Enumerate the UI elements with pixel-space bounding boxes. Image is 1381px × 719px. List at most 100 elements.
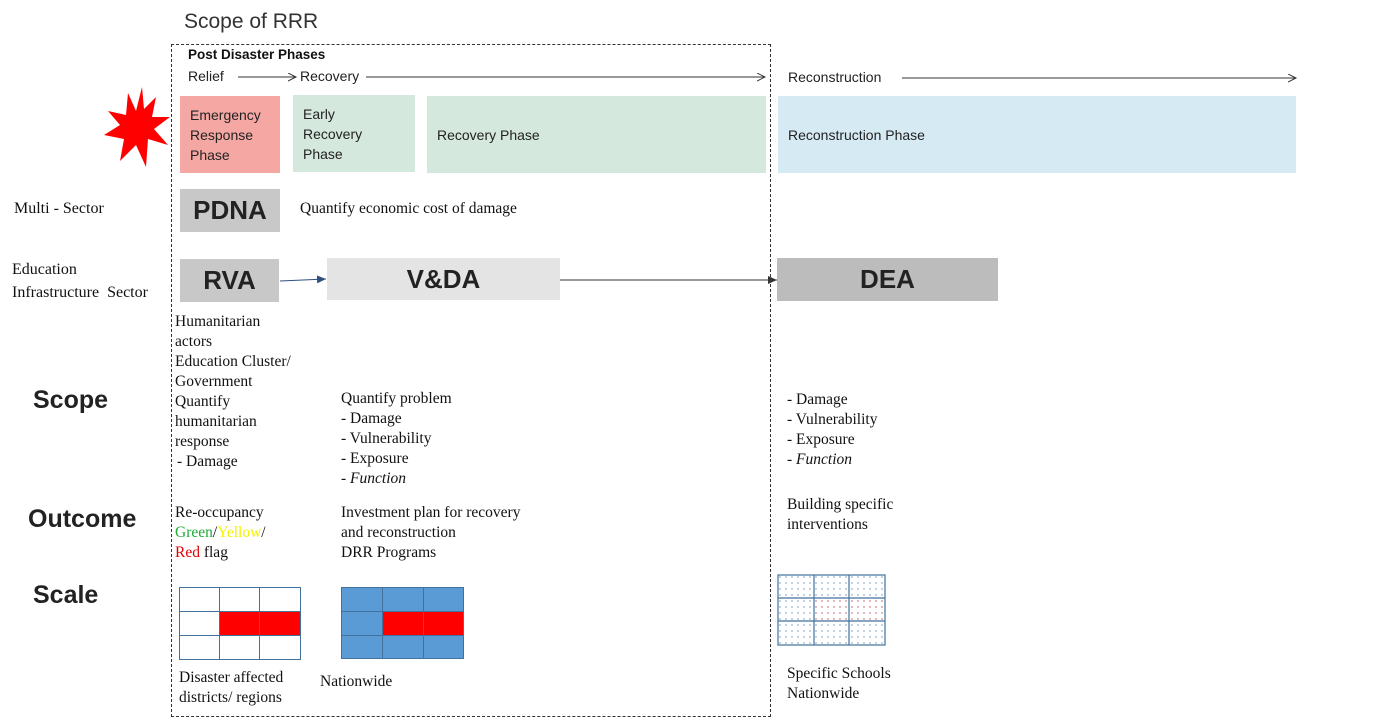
vda-scope-line: Quantify problem	[341, 390, 452, 407]
flag-separator: /	[212, 524, 218, 541]
grid-cell	[259, 587, 301, 612]
early-recovery-line-1: Early	[303, 106, 335, 122]
vda-scale-line: Nationwide	[320, 673, 393, 690]
rva-scope-line: Quantify	[175, 393, 231, 410]
vda-scope-line: - Exposure	[341, 450, 409, 467]
grid-cell	[219, 635, 260, 660]
grid-cell	[179, 611, 220, 636]
diagram-title: Scope of RRR	[184, 10, 319, 33]
early-recovery-phase: Early Recovery Phase	[293, 95, 415, 172]
reconstruction-label: Reconstruction	[788, 69, 882, 85]
relief-label: Relief	[188, 68, 224, 84]
vda-scope-line: - Damage	[341, 410, 402, 427]
grid-cell	[179, 635, 220, 660]
dea-scope-line: - Vulnerability	[787, 411, 878, 428]
dea-outcome-line: interventions	[787, 516, 868, 533]
dea-scope-line: - Damage	[787, 391, 848, 408]
rva-scope-line: Government	[175, 373, 253, 390]
explosion-burst-icon	[104, 87, 170, 167]
recovery-label: Recovery	[300, 68, 360, 84]
vda-label: V&DA	[406, 263, 481, 294]
vda-scope-text: Quantify problem - Damage - Vulnerabilit…	[341, 389, 452, 489]
dea-label: DEA	[860, 264, 915, 294]
dea-scope-line: - Exposure	[787, 431, 855, 448]
vda-scope-function-line: - Function	[341, 469, 452, 489]
rva-scope-line: - Damage	[177, 453, 238, 470]
dea-outcome-line: Building specific	[787, 496, 894, 513]
grid-cell	[259, 635, 301, 660]
dea-scale-line: Nationwide	[787, 685, 860, 702]
rva-scope-line: Humanitarian	[175, 313, 261, 330]
grid-cell-blue	[382, 635, 424, 659]
dea-outcome-text: Building specific interventions	[787, 495, 893, 535]
vda-outcome-line: Investment plan for recovery	[341, 504, 521, 521]
flag-suffix: flag	[199, 544, 228, 561]
emergency-line-3: Phase	[190, 147, 230, 163]
post-disaster-heading: Post Disaster Phases	[188, 47, 326, 62]
rva-scope-line: Education Cluster/	[175, 353, 291, 370]
pdna-label: PDNA	[193, 195, 267, 225]
dea-function-prefix: -	[787, 451, 797, 468]
rva-outcome-red-line: Red flag	[175, 543, 266, 563]
vda-function-italic: Function	[350, 470, 407, 487]
vda-scale-text: Nationwide	[320, 672, 392, 692]
vda-outcome-line: DRR Programs	[341, 544, 437, 561]
dea-box: DEA	[777, 258, 998, 301]
grid-cell-blue	[341, 635, 383, 659]
grid-cell-blue	[341, 611, 383, 636]
emergency-response-phase: Emergency Response Phase	[180, 96, 280, 173]
rva-outcome-flags: Green/Yellow/	[175, 523, 266, 543]
rva-outcome-line: Re-occupancy	[175, 504, 264, 521]
dea-function-italic: Function	[796, 451, 853, 468]
scale-row-label: Scale	[33, 581, 99, 609]
green-flag-text: Green	[175, 524, 213, 541]
grid-cell	[179, 587, 220, 612]
dea-scope-function-line: - Function	[787, 450, 877, 470]
grid-cell-blue	[423, 635, 464, 659]
recovery-phase-label: Recovery Phase	[437, 126, 540, 143]
yellow-flag-text: Yellow	[217, 524, 262, 541]
vda-outcome-line: and reconstruction	[341, 524, 456, 541]
rva-scope-line: humanitarian	[175, 413, 257, 430]
vda-function-prefix: -	[341, 470, 351, 487]
pdna-box: PDNA	[180, 189, 280, 232]
vda-scope-line: - Vulnerability	[341, 430, 432, 447]
outcome-row-label: Outcome	[28, 505, 137, 533]
dea-scope-text: - Damage - Vulnerability - Exposure - Fu…	[787, 390, 877, 470]
scope-row-label: Scope	[33, 386, 109, 414]
grid-cell-blue	[382, 587, 424, 612]
rva-scale-line: districts/ regions	[179, 689, 282, 706]
rva-outcome-text: Re-occupancy Green/Yellow/ Red flag	[175, 503, 266, 563]
grid-cell-red	[382, 611, 424, 636]
rva-scope-line: actors	[175, 333, 213, 350]
pdna-description: Quantify economic cost of damage	[300, 200, 517, 217]
vda-box: V&DA	[327, 258, 560, 300]
rva-label: RVA	[203, 265, 256, 295]
scope-frame	[171, 44, 771, 717]
multi-sector-label: Multi - Sector	[14, 200, 104, 217]
red-flag-text: Red	[175, 544, 200, 561]
grid-cell-blue	[423, 587, 464, 612]
recovery-phase: Recovery Phase	[427, 96, 766, 173]
dea-scale-text: Specific Schools Nationwide	[787, 664, 891, 704]
dea-scale-grid	[777, 574, 886, 646]
education-label-1: Education	[12, 261, 77, 278]
rva-box: RVA	[180, 259, 279, 302]
rva-scope-line: response	[175, 433, 230, 450]
rva-scale-line: Disaster affected	[179, 669, 284, 686]
early-recovery-line-2: Recovery	[303, 126, 363, 142]
grid-cell-red	[259, 611, 301, 636]
vda-scale-grid	[341, 587, 464, 659]
grid-cell-red	[423, 611, 464, 636]
flag-separator: /	[261, 524, 266, 541]
dea-scale-line: Specific Schools	[787, 665, 891, 682]
grid-cell-red	[219, 611, 260, 636]
vda-outcome-text: Investment plan for recovery and reconst…	[341, 503, 520, 563]
rva-scope-text: Humanitarian actors Education Cluster/ G…	[175, 312, 291, 472]
emergency-line-1: Emergency	[190, 107, 261, 123]
reconstruction-phase: Reconstruction Phase	[778, 96, 1296, 173]
rva-scale-grid	[179, 587, 301, 660]
grid-cell	[219, 587, 260, 612]
early-recovery-line-3: Phase	[303, 146, 343, 162]
grid-cell-blue	[341, 587, 383, 612]
